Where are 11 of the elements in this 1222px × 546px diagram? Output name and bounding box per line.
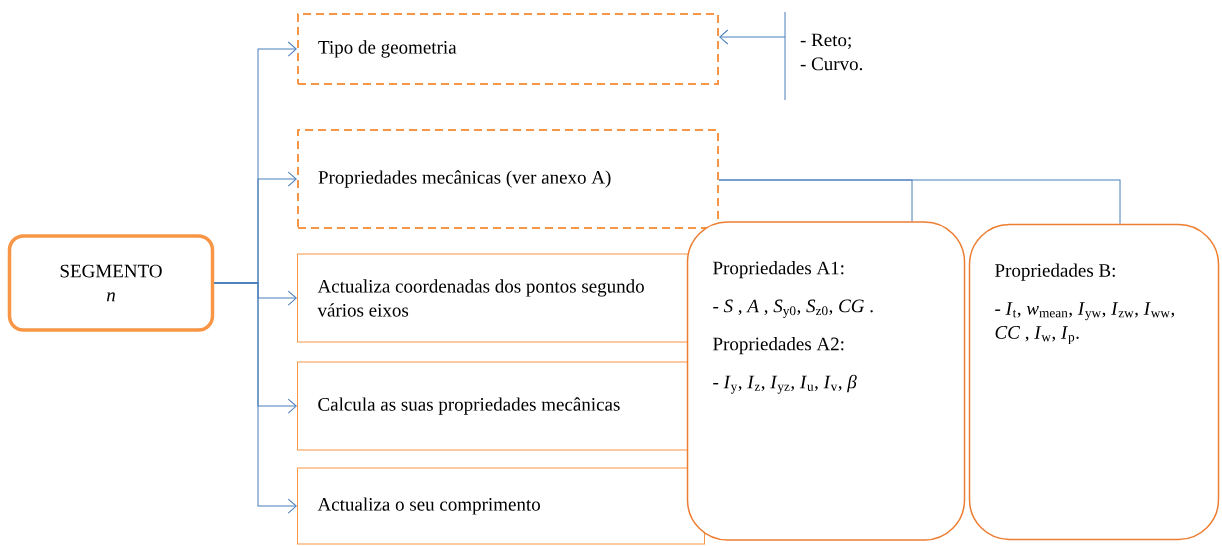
start-box: SEGMENTO n [7,234,215,332]
arrow [719,29,786,45]
arrow [213,282,297,514]
process-box: Actualiza o seu comprimento [297,467,705,545]
process-box: Calcula as suas propriedades mecânicas [297,361,705,451]
option-list: - Reto; - Curvo. [800,33,863,71]
dashed-box: Propriedades mecânicas (ver anexo A) [297,129,719,229]
process-box: Actualiza coordenadas dos pontos segundo vários eixos [297,253,705,343]
dashed-box: Tipo de geometria [297,13,719,85]
property-box: Propriedades A1: - S , A , S$_{y0}$, S$_{z0}$, CG . Propriedades A2: - I$_{y}$, I$_{z}$, I$_{yz}$, I$_{u}$, I$_{v}$, β [686,221,966,541]
property-box: Propriedades B: - I$_{t}$, w$_{mean}$, I$_{yw}$, I$_{zw}$, I$_{ww}$, CC , I$_{w}$, I$_{p}$. [968,223,1220,541]
